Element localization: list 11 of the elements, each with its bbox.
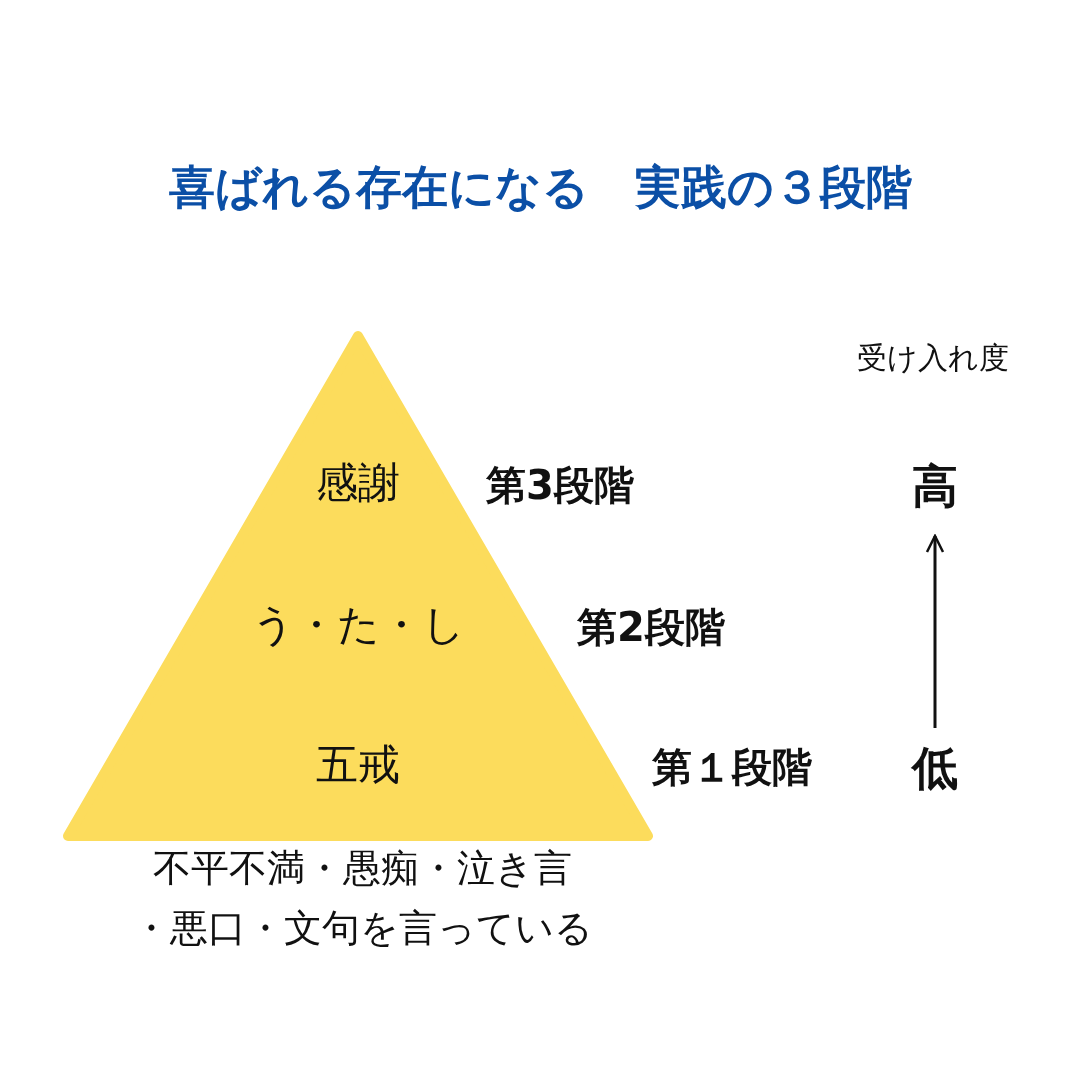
axis-title: 受け入れ度 — [857, 343, 1009, 373]
arrow — [925, 534, 945, 728]
scale-text: 低 — [905, 740, 965, 796]
scale-text: 高 — [905, 458, 965, 514]
pyramid-level-text: 五戒 — [316, 744, 400, 786]
stage-label: 第3段階 — [486, 465, 634, 505]
pyramid-level-text: う・た・し — [251, 604, 465, 646]
pyramid-level-text: 感謝 — [316, 462, 400, 504]
stage-label: 第2段階 — [577, 607, 725, 647]
caption-text: 不平不満・愚痴・泣き言・悪口・文句を言っている — [131, 845, 593, 952]
title: 喜ばれる存在になる 実践の３段階 — [168, 164, 912, 210]
